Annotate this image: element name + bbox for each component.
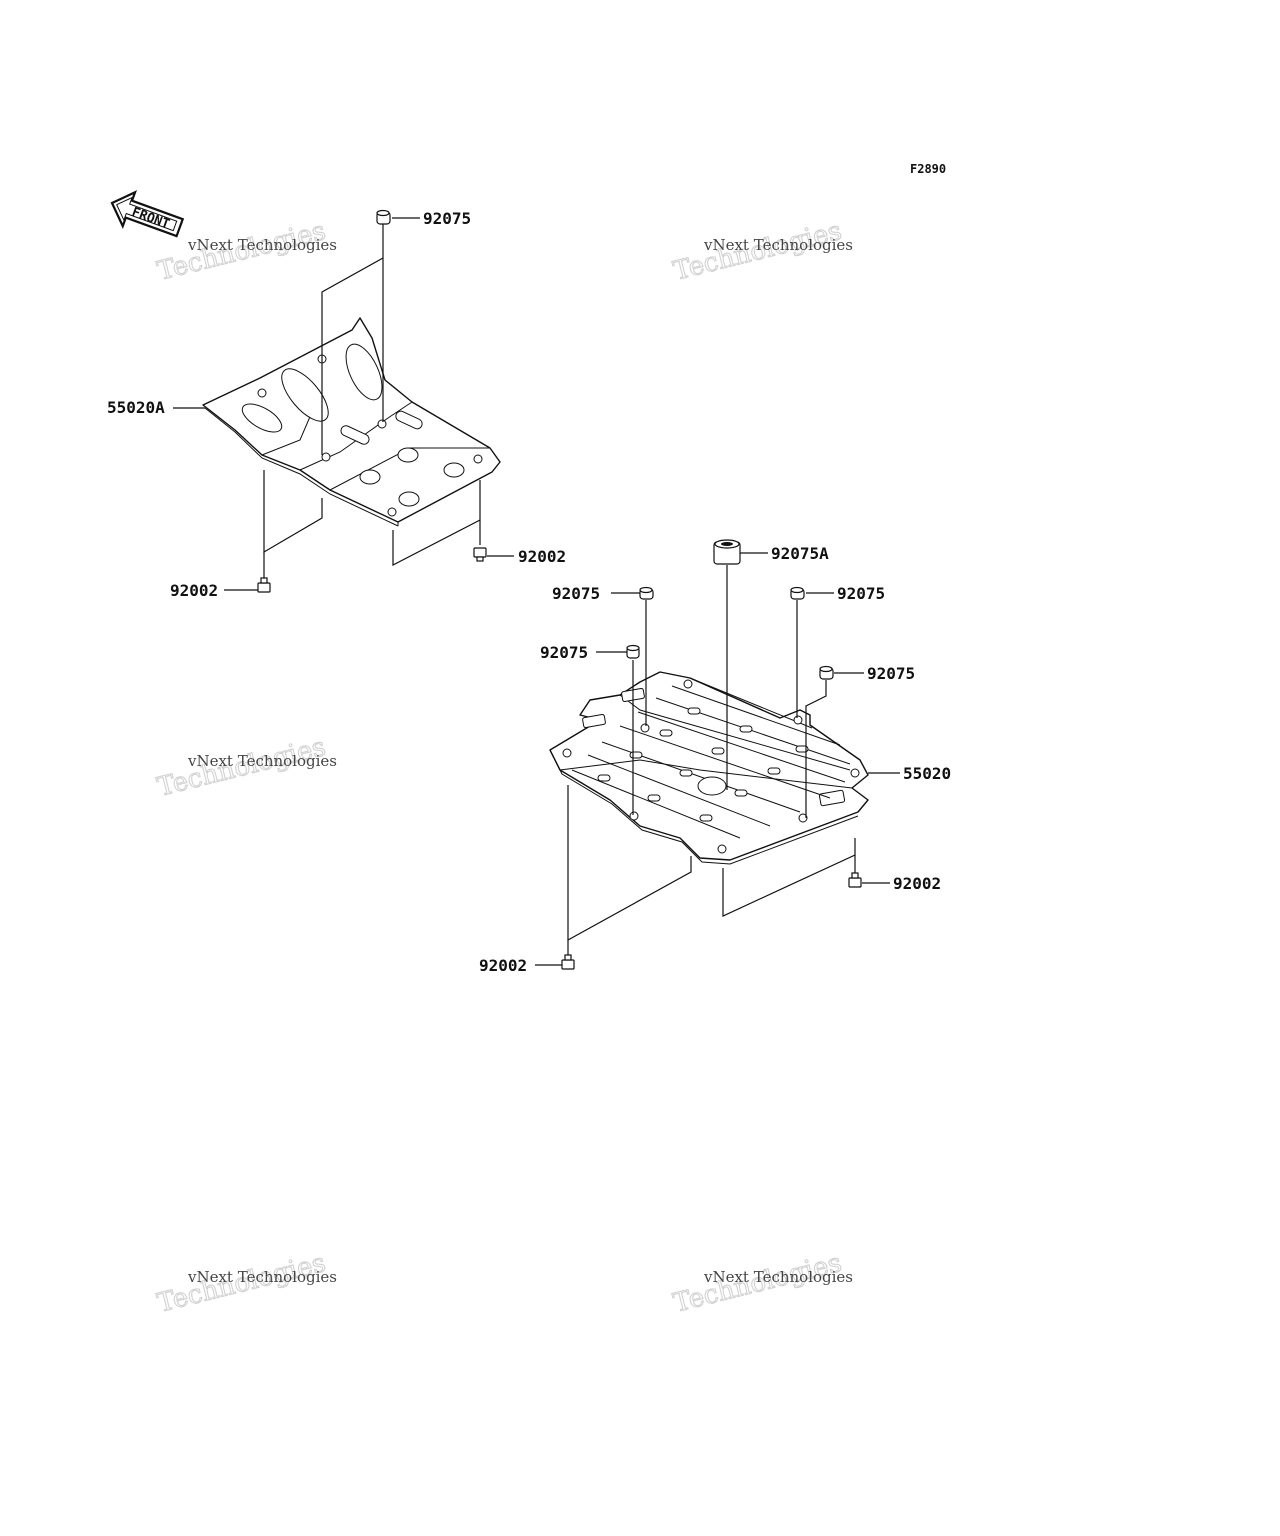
collar-icon: [639, 586, 654, 600]
part-label-55020: 55020: [903, 764, 951, 783]
svg-text:vNext Technologies: vNext Technologies: [187, 1268, 337, 1286]
figure-code: F2890: [910, 162, 946, 176]
collar-icon: [790, 586, 805, 600]
leaders-front: [173, 217, 514, 591]
front-arrow-icon: FRONT: [110, 190, 185, 238]
part-label-55020a: 55020A: [107, 398, 165, 417]
leaders-rear: [535, 552, 900, 966]
rear-plate-rails: [571, 677, 851, 839]
collar-icon: [626, 644, 640, 659]
watermark-top-left: Technologies vNext Technologies: [154, 216, 337, 288]
part-label-92002: 92002: [518, 547, 566, 566]
collar-icon: [376, 209, 391, 225]
part-label-92075a: 92075A: [771, 544, 829, 563]
svg-text:vNext Technologies: vNext Technologies: [703, 236, 853, 254]
skid-plate-front: [202, 317, 501, 527]
part-label-92075: 92075: [423, 209, 471, 228]
bolt-icon: [257, 577, 271, 593]
part-label-92002: 92002: [479, 956, 527, 975]
watermark-top-right: Technologies vNext Technologies: [670, 216, 853, 288]
svg-text:vNext Technologies: vNext Technologies: [187, 752, 337, 770]
bolt-icon: [848, 872, 862, 888]
bolt-icon: [473, 547, 487, 562]
part-label-92075: 92075: [837, 584, 885, 603]
part-label-92075: 92075: [552, 584, 600, 603]
svg-text:vNext Technologies: vNext Technologies: [187, 236, 337, 254]
part-label-92002: 92002: [170, 581, 218, 600]
bolt-icon: [561, 954, 575, 970]
part-label-92075: 92075: [540, 643, 588, 662]
part-label-92002: 92002: [893, 874, 941, 893]
watermark-mid-left: Technologies vNext Technologies: [154, 732, 337, 804]
collar-icon: [819, 665, 834, 680]
watermark-bottom-right: Technologies vNext Technologies: [670, 1248, 853, 1320]
svg-text:vNext Technologies: vNext Technologies: [703, 1268, 853, 1286]
collar-a-icon: [713, 539, 741, 565]
watermark-bottom-left: Technologies vNext Technologies: [154, 1248, 337, 1320]
part-label-92075: 92075: [867, 664, 915, 683]
skid-plate-rear: [549, 671, 869, 865]
